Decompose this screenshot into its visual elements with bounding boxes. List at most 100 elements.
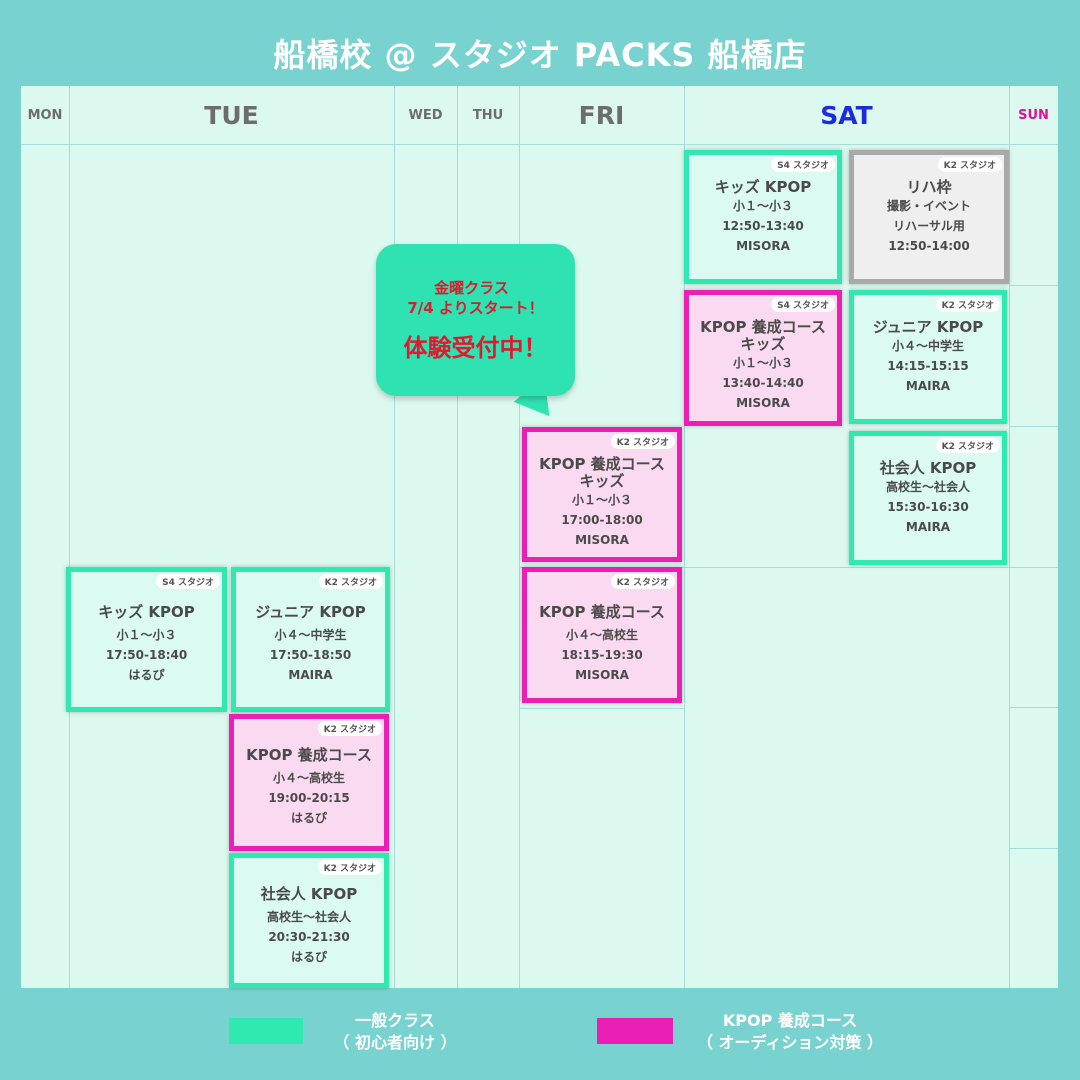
class-card-sat-kpop-kids[interactable]: S4 スタジオ KPOP 養成コース キッズ 小１〜小３ 13:40-14:40… bbox=[684, 290, 842, 426]
day-header-wed: WED bbox=[408, 107, 443, 123]
grid-line bbox=[69, 86, 70, 988]
studio-tag: K2 スタジオ bbox=[610, 574, 675, 589]
class-teacher: はるぴ bbox=[290, 950, 327, 964]
class-name-2: キッズ bbox=[740, 335, 786, 353]
legend-general-line2: （ 初心者向け ） bbox=[333, 1033, 457, 1052]
class-name: ジュニア KPOP bbox=[255, 603, 366, 621]
class-grade: 小４〜中学生 bbox=[891, 339, 964, 353]
page-title: 船橋校 @ スタジオ PACKS 船橋店 bbox=[273, 36, 807, 74]
class-grade: 小４〜高校生 bbox=[565, 628, 638, 642]
bubble-line-3: 体験受付中！ bbox=[403, 334, 548, 362]
studio-tag: S4 スタジオ bbox=[771, 297, 835, 312]
grid-line bbox=[394, 86, 395, 988]
grid-line bbox=[519, 708, 684, 709]
class-teacher: MISORA bbox=[575, 668, 629, 682]
class-name: KPOP 養成コース bbox=[700, 318, 826, 336]
class-grade: 高校生〜社会人 bbox=[885, 480, 970, 494]
class-time: 15:30-16:30 bbox=[887, 500, 969, 514]
class-grade: 小４〜高校生 bbox=[272, 771, 345, 785]
class-time: 12:50-13:40 bbox=[722, 219, 804, 233]
class-time: 18:15-19:30 bbox=[561, 648, 643, 662]
class-card-tue-adult[interactable]: K2 スタジオ 社会人 KPOP 高校生〜社会人 20:30-21:30 はるぴ bbox=[229, 853, 389, 988]
grid-line bbox=[1009, 426, 1058, 427]
grid-line bbox=[1009, 707, 1058, 708]
announcement-bubble: 金曜クラス 7/4 よりスタート！ 体験受付中！ bbox=[376, 244, 575, 396]
legend-swatch-general bbox=[229, 1018, 303, 1044]
grid-line bbox=[1009, 848, 1058, 849]
class-teacher: MISORA bbox=[575, 533, 629, 547]
bubble-line-1: 金曜クラス bbox=[434, 279, 509, 297]
day-header-fri: FRI bbox=[578, 100, 625, 130]
class-card-sat-adult[interactable]: K2 スタジオ 社会人 KPOP 高校生〜社会人 15:30-16:30 MAI… bbox=[849, 431, 1007, 565]
class-name-2: キッズ bbox=[579, 472, 625, 490]
studio-tag: S4 スタジオ bbox=[771, 157, 835, 172]
grid-line bbox=[1009, 86, 1010, 988]
class-note-2: リハーサル用 bbox=[893, 219, 965, 233]
class-teacher: はるぴ bbox=[290, 811, 327, 825]
legend-swatch-kpop bbox=[597, 1018, 673, 1044]
studio-tag: S4 スタジオ bbox=[156, 574, 220, 589]
class-name: キッズ KPOP bbox=[98, 603, 195, 621]
class-grade: 小４〜中学生 bbox=[274, 628, 347, 642]
day-header-tue: TUE bbox=[204, 100, 259, 130]
legend-kpop-line1: KPOP 養成コース bbox=[722, 1011, 858, 1030]
studio-tag: K2 スタジオ bbox=[610, 434, 675, 449]
legend-label-kpop: KPOP 養成コース （ オーディション対策 ） bbox=[680, 1010, 900, 1054]
class-card-tue-kpop[interactable]: K2 スタジオ KPOP 養成コース 小４〜高校生 19:00-20:15 はる… bbox=[229, 714, 389, 851]
class-name: 社会人 KPOP bbox=[879, 459, 977, 477]
class-name: KPOP 養成コース bbox=[539, 455, 665, 473]
class-card-sat-junior[interactable]: K2 スタジオ ジュニア KPOP 小４〜中学生 14:15-15:15 MAI… bbox=[849, 290, 1007, 424]
legend-label-general: 一般クラス （ 初心者向け ） bbox=[300, 1010, 490, 1054]
class-teacher: MAIRA bbox=[288, 668, 333, 682]
class-time: 20:30-21:30 bbox=[268, 930, 350, 944]
class-grade: 小１〜小３ bbox=[116, 628, 177, 642]
grid-line bbox=[1009, 285, 1058, 286]
class-teacher: はるぴ bbox=[128, 668, 165, 682]
class-grade: 高校生〜社会人 bbox=[266, 910, 351, 924]
studio-tag: K2 スタジオ bbox=[935, 297, 1000, 312]
class-card-sat-rehearsal[interactable]: K2 スタジオ リハ枠 撮影・イベント リハーサル用 12:50-14:00 bbox=[849, 150, 1009, 284]
class-name: KPOP 養成コース bbox=[539, 603, 665, 621]
studio-tag: K2 スタジオ bbox=[935, 438, 1000, 453]
studio-tag: K2 スタジオ bbox=[937, 157, 1002, 172]
class-card-fri-kpop-kids[interactable]: K2 スタジオ KPOP 養成コース キッズ 小１〜小３ 17:00-18:00… bbox=[522, 427, 682, 562]
class-teacher: MISORA bbox=[736, 396, 790, 410]
class-teacher: MISORA bbox=[736, 239, 790, 253]
day-header-thu: THU bbox=[472, 107, 504, 123]
studio-tag: K2 スタジオ bbox=[318, 574, 383, 589]
day-header-sun: SUN bbox=[1018, 107, 1049, 123]
legend-kpop-line2: （ オーディション対策 ） bbox=[696, 1033, 884, 1052]
class-time: 17:50-18:40 bbox=[105, 648, 188, 662]
class-note: 撮影・イベント bbox=[886, 199, 971, 213]
class-teacher: MAIRA bbox=[905, 379, 951, 393]
day-header-sat: SAT bbox=[820, 100, 873, 130]
class-grade: 小１〜小３ bbox=[571, 493, 632, 507]
class-card-tue-junior[interactable]: K2 スタジオ ジュニア KPOP 小４〜中学生 17:50-18:50 MAI… bbox=[231, 567, 390, 712]
class-name: ジュニア KPOP bbox=[872, 318, 984, 336]
class-card-sat-kids[interactable]: S4 スタジオ キッズ KPOP 小１〜小３ 12:50-13:40 MISOR… bbox=[684, 150, 842, 284]
bubble-line-2: 7/4 よりスタート！ bbox=[407, 299, 544, 317]
class-time: 17:00-18:00 bbox=[561, 513, 643, 527]
class-time: 13:40-14:40 bbox=[722, 376, 804, 390]
class-name: リハ枠 bbox=[906, 178, 952, 196]
class-time: 19:00-20:15 bbox=[268, 791, 350, 805]
class-teacher: MAIRA bbox=[905, 520, 951, 534]
legend-general-line1: 一般クラス bbox=[355, 1011, 435, 1030]
class-time: 14:15-15:15 bbox=[887, 359, 969, 373]
class-grade: 小１〜小３ bbox=[732, 199, 793, 213]
grid-line bbox=[684, 86, 685, 988]
day-header-mon: MON bbox=[27, 107, 63, 123]
class-card-tue-kids[interactable]: S4 スタジオ キッズ KPOP 小１〜小３ 17:50-18:40 はるぴ bbox=[66, 567, 227, 712]
grid-line bbox=[457, 86, 458, 988]
class-time: 17:50-18:50 bbox=[269, 648, 352, 662]
grid-line bbox=[519, 567, 1058, 568]
class-grade: 小１〜小３ bbox=[732, 356, 793, 370]
class-name: KPOP 養成コース bbox=[246, 746, 372, 764]
header-divider bbox=[21, 144, 1058, 145]
class-name: キッズ KPOP bbox=[714, 178, 812, 196]
studio-tag: K2 スタジオ bbox=[317, 860, 382, 875]
class-time: 12:50-14:00 bbox=[888, 239, 970, 253]
studio-tag: K2 スタジオ bbox=[317, 721, 382, 736]
class-card-fri-kpop[interactable]: K2 スタジオ KPOP 養成コース 小４〜高校生 18:15-19:30 MI… bbox=[522, 567, 682, 703]
class-name: 社会人 KPOP bbox=[260, 885, 358, 903]
